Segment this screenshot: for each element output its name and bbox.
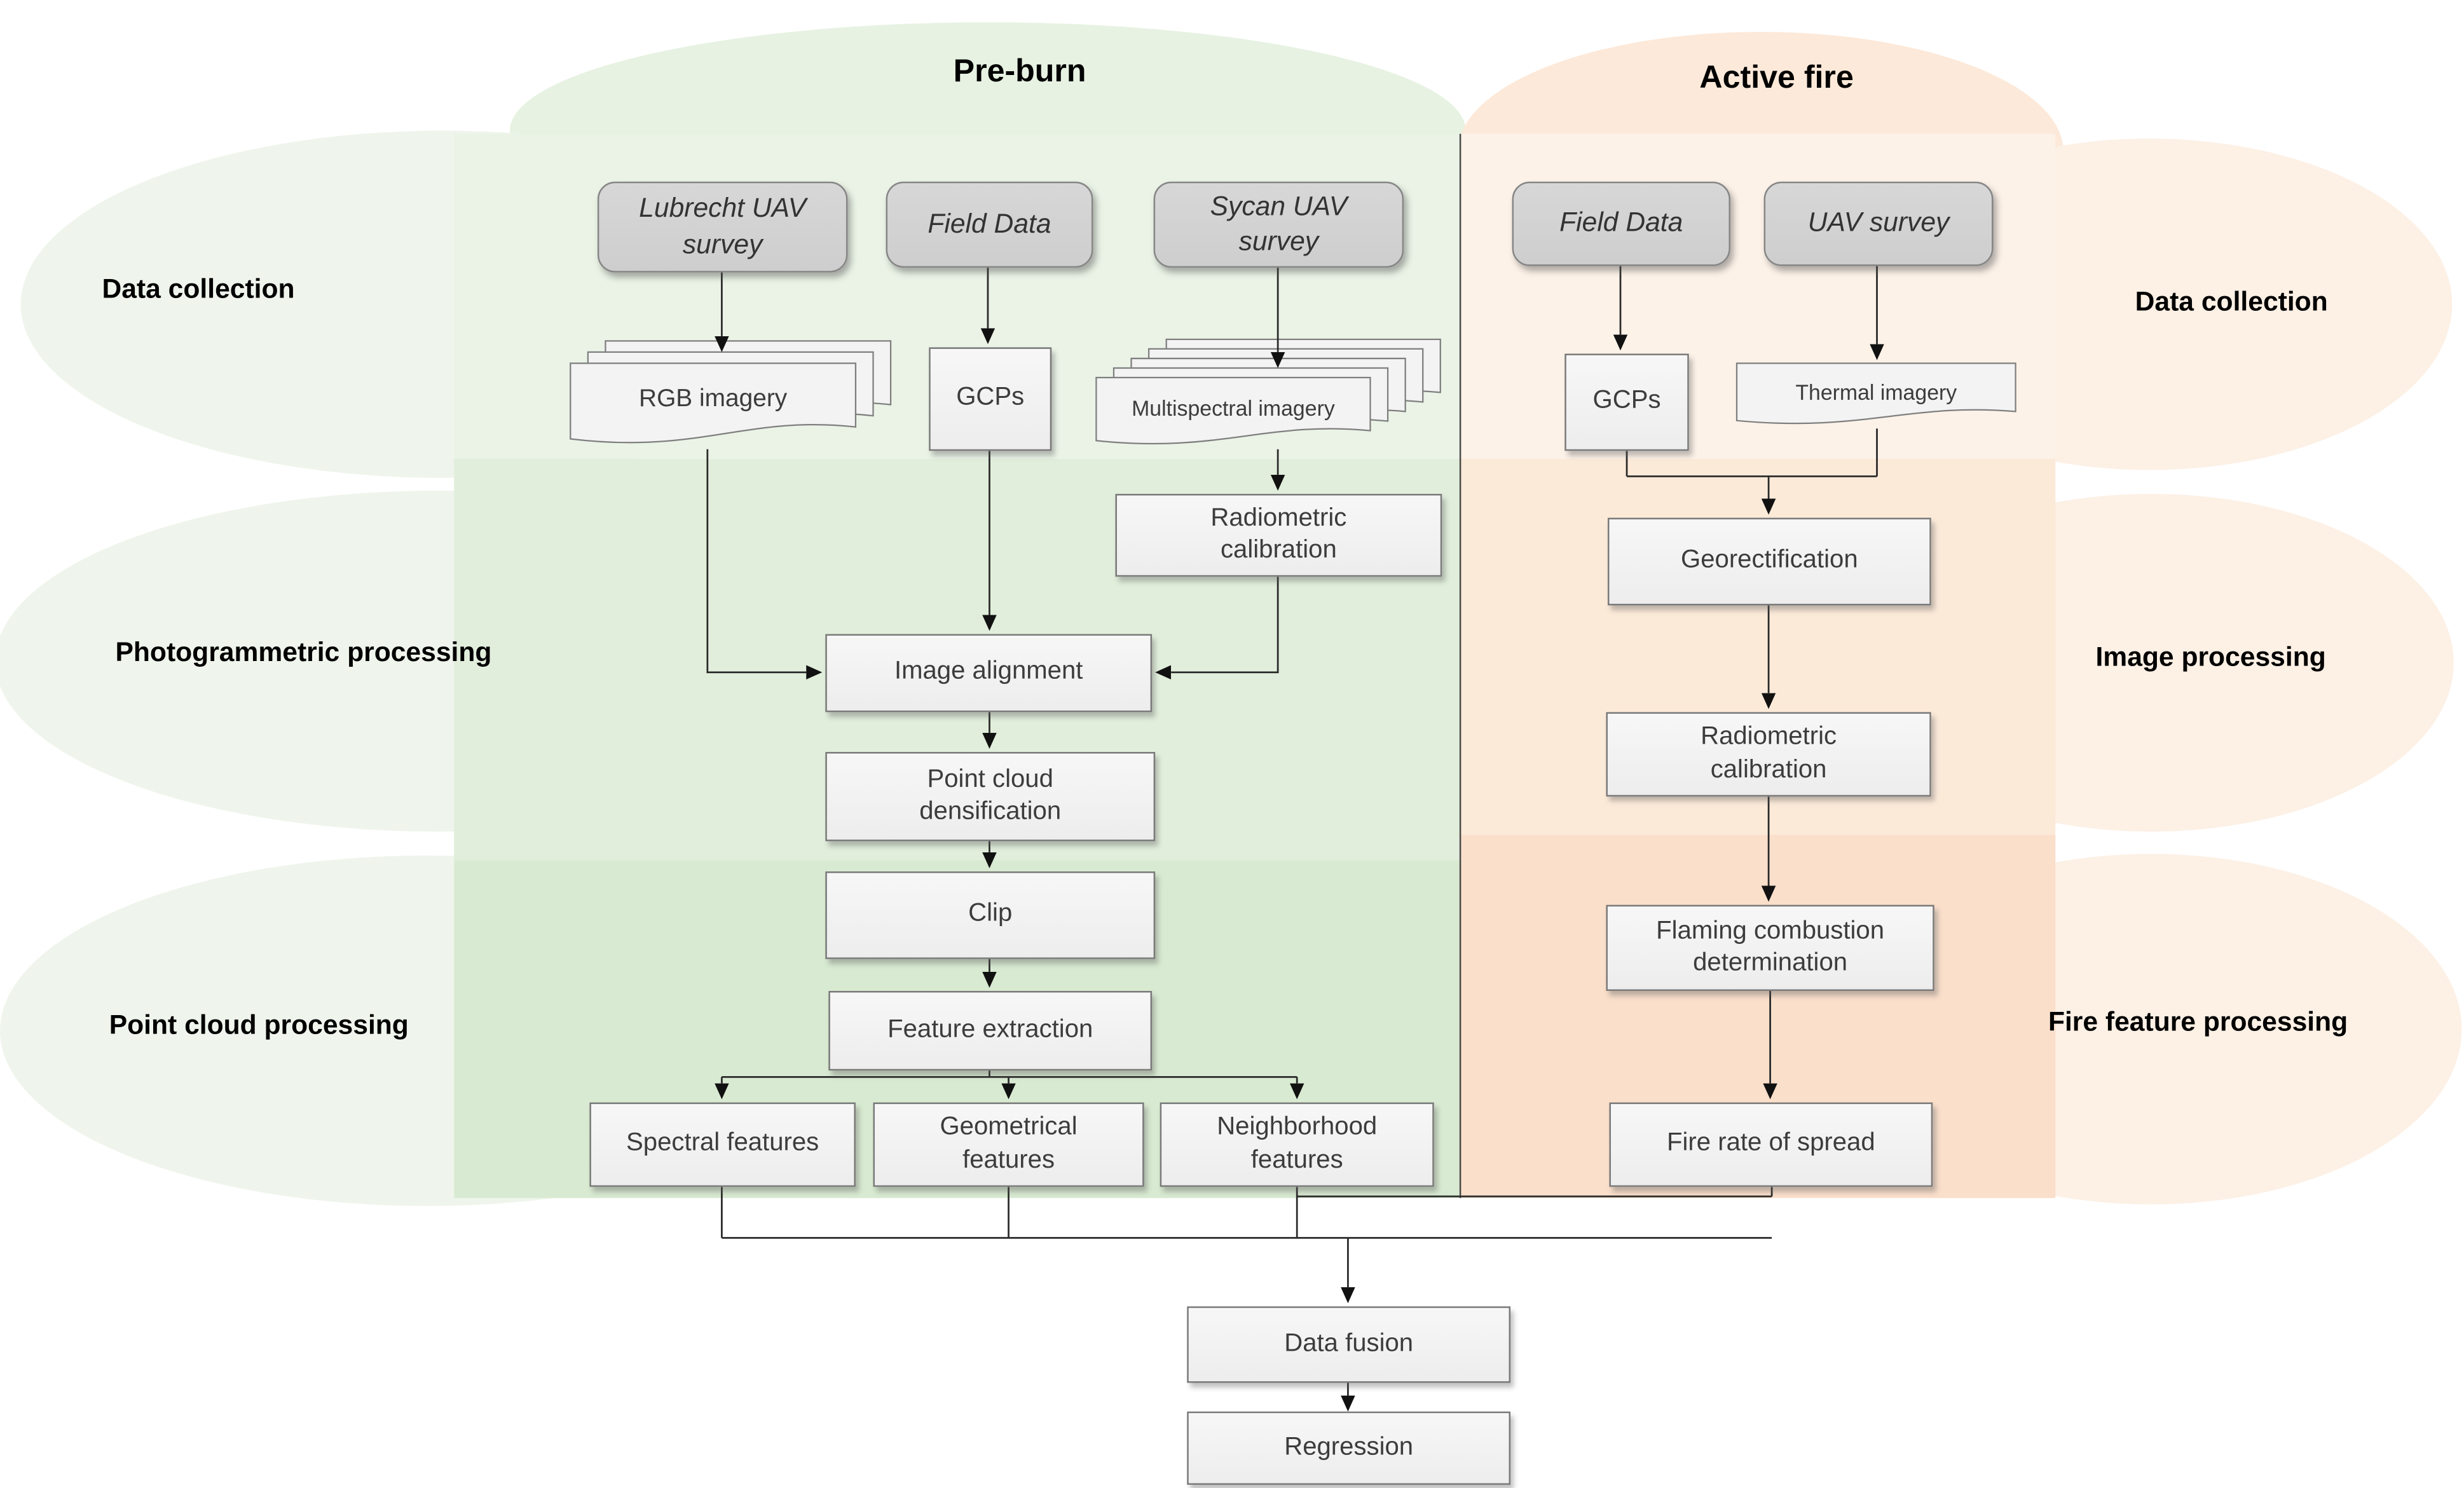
node-label: Regression — [1284, 1433, 1414, 1461]
node-uav-survey-fire: UAV survey — [1763, 181, 1994, 266]
node-radiometric-calibration-fire: Radiometric calibration — [1606, 712, 1931, 797]
node-label: Data fusion — [1284, 1330, 1414, 1357]
node-label: Fire rate of spread — [1667, 1130, 1875, 1157]
node-label: Georectification — [1681, 547, 1858, 574]
node-label: Spectral features — [626, 1130, 819, 1157]
node-clip: Clip — [825, 871, 1156, 959]
node-label: RGB imagery — [639, 385, 788, 413]
node-field-data-fire: Field Data — [1512, 181, 1730, 266]
node-georectification: Georectification — [1607, 517, 1931, 606]
thermal-imagery-doc — [1735, 362, 2016, 425]
node-label: Point cloud densification — [919, 765, 1062, 826]
node-label: Neighborhood features — [1217, 1114, 1378, 1173]
node-label: Multispectral imagery — [1132, 395, 1335, 420]
multispectral-imagery-doc — [1095, 338, 1441, 445]
node-label: Radiometric calibration — [1210, 504, 1347, 564]
node-label: Field Data — [1559, 207, 1683, 238]
label-fire-feature-processing: Fire feature processing — [2048, 1007, 2348, 1037]
node-data-fusion: Data fusion — [1187, 1306, 1511, 1383]
node-radiometric-calibration-preburn: Radiometric calibration — [1115, 493, 1442, 577]
node-label: GCPs — [1592, 387, 1661, 415]
preburn-activefire-divider — [1458, 133, 1461, 1198]
label-image-processing: Image processing — [2095, 642, 2326, 672]
label-point-cloud-processing: Point cloud processing — [109, 1010, 409, 1041]
node-label: Geometrical features — [940, 1114, 1078, 1173]
rgb-imagery-doc — [570, 340, 892, 444]
arrow-radcal-to-image-alignment — [1155, 577, 1279, 679]
node-gcps-preburn: GCPs — [929, 347, 1052, 451]
node-label: Image alignment — [894, 658, 1083, 686]
node-label: UAV survey — [1807, 207, 1950, 238]
node-label: Thermal imagery — [1795, 379, 1957, 404]
node-geometrical-features: Geometrical features — [873, 1102, 1144, 1187]
active-fire-header: Active fire — [1699, 60, 1854, 96]
node-label: Field Data — [927, 208, 1051, 239]
node-label: Radiometric calibration — [1701, 723, 1837, 783]
arrow-rgb-to-image-alignment — [706, 449, 823, 679]
node-point-cloud-densification: Point cloud densification — [825, 752, 1156, 842]
node-label: Sycan UAV survey — [1210, 191, 1348, 257]
node-label: Feature extraction — [887, 1016, 1093, 1044]
node-sycan-uav-survey: Sycan UAV survey — [1153, 181, 1404, 268]
node-label: Flaming combustion determination — [1656, 917, 1885, 977]
label-photogrammetric-processing: Photogrammetric processing — [115, 637, 492, 668]
node-image-alignment: Image alignment — [825, 634, 1153, 713]
doc-label-rgb-imagery: RGB imagery — [570, 369, 856, 430]
node-flaming-combustion-determination: Flaming combustion determination — [1606, 904, 1934, 991]
fusion-bus-line — [721, 1187, 1773, 1239]
node-fire-rate-of-spread: Fire rate of spread — [1609, 1102, 1933, 1187]
arrows — [706, 266, 1884, 1412]
pre-burn-header: Pre-burn — [953, 54, 1086, 90]
featext-fanout-line — [722, 1070, 1297, 1078]
doc-label-thermal-imagery: Thermal imagery — [1743, 368, 2009, 416]
node-label: Clip — [968, 900, 1013, 928]
label-data-collection-left: Data collection — [102, 274, 295, 304]
label-data-collection-right: Data collection — [2135, 287, 2328, 317]
node-regression: Regression — [1187, 1411, 1511, 1485]
node-field-data-preburn: Field Data — [886, 181, 1093, 268]
node-label: GCPs — [956, 384, 1025, 412]
node-lubrecht-uav-survey: Lubrecht UAV survey — [597, 181, 848, 273]
node-neighborhood-features: Neighborhood features — [1160, 1102, 1434, 1187]
node-feature-extraction: Feature extraction — [828, 990, 1153, 1071]
gcps-thermal-merge-line — [1626, 428, 1878, 477]
node-spectral-features: Spectral features — [589, 1102, 856, 1187]
node-gcps-fire: GCPs — [1564, 353, 1689, 451]
node-label: Lubrecht UAV survey — [639, 193, 807, 259]
doc-label-multispectral-imagery: Multispectral imagery — [1102, 383, 1364, 433]
